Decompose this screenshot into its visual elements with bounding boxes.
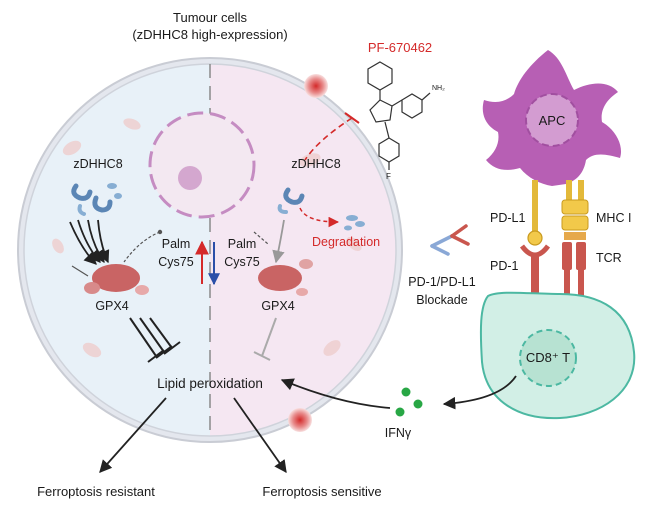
apc-label: APC <box>539 113 566 128</box>
lipid-peroxidation-label: Lipid peroxidation <box>157 376 263 391</box>
left-cys-label: Cys75 <box>158 255 193 269</box>
nucleus <box>148 111 256 219</box>
left-enzyme-label: zDHHC8 <box>73 157 122 171</box>
right-palm-chain <box>253 231 269 245</box>
drug-inhibition-bar <box>344 112 360 124</box>
ifn-label: IFNγ <box>385 426 412 440</box>
left-inhibition-lines <box>129 317 181 363</box>
right-inhibition-line <box>261 317 277 357</box>
ifn-to-lipid-arrow <box>280 378 391 409</box>
cd8-t-cell <box>479 291 636 420</box>
tcell-to-ifn-arrow <box>442 375 517 410</box>
left-gpx4-icon <box>84 264 149 295</box>
membrane-nodule-top <box>304 74 328 98</box>
resistant-arrow <box>99 397 167 473</box>
blockade-line2: Blockade <box>416 293 467 307</box>
left-palm-arrows <box>69 219 110 265</box>
degradation-arrow <box>299 207 340 228</box>
right-gpx4-icon <box>258 259 313 296</box>
right-enzyme-icon <box>277 187 305 214</box>
membrane-nodule-bottom <box>288 408 312 432</box>
cd8-label: CD8⁺ T <box>526 350 570 365</box>
degradation-label: Degradation <box>312 235 380 249</box>
pd1-label: PD-1 <box>490 259 519 273</box>
left-gpx4-label: GPX4 <box>95 299 128 313</box>
right-palm-label: Palm <box>228 237 256 251</box>
left-palm-chain <box>123 231 161 263</box>
right-cys-label: Cys75 <box>224 255 259 269</box>
apc-cell <box>482 50 622 186</box>
right-gpx4-label: GPX4 <box>261 299 294 313</box>
drug-amine-label: NH₂ <box>432 85 445 92</box>
sensitive-arrow <box>233 397 287 474</box>
blockade-line1: PD-1/PD-L1 <box>408 275 475 289</box>
ferroptosis-resistant-label: Ferroptosis resistant <box>37 484 155 499</box>
blockade-antibody-icon <box>430 224 470 256</box>
left-enzyme-icon <box>71 183 122 216</box>
tcr-receptor <box>562 242 586 298</box>
left-palm-label: Palm <box>162 237 190 251</box>
left-palm-tick <box>71 265 89 277</box>
mhc-label: MHC I <box>596 211 631 225</box>
degraded-fragments-icon <box>344 215 365 231</box>
pdl1-label: PD-L1 <box>490 211 525 225</box>
right-enzyme-label: zDHHC8 <box>291 157 340 171</box>
drug-label: PF-670462 <box>368 40 432 55</box>
tumour-cell <box>17 57 403 443</box>
drug-inhibition-line <box>304 117 353 161</box>
ferroptosis-sensitive-label: Ferroptosis sensitive <box>262 484 381 499</box>
ifn-molecules-icon <box>395 387 423 417</box>
drug-fluorine-label: F <box>386 172 391 181</box>
right-inhibition-bar <box>253 351 271 361</box>
mhc-complex <box>561 180 589 240</box>
left-palm-chain-end <box>157 229 163 235</box>
tcr-label: TCR <box>596 251 622 265</box>
cell-subtitle: (zDHHC8 high-expression) <box>132 27 287 42</box>
organelles <box>52 118 362 358</box>
cell-title: Tumour cells <box>173 10 247 25</box>
drug-molecule <box>367 61 431 170</box>
pdl1-receptor <box>527 180 543 246</box>
right-gray-arrow <box>272 219 285 264</box>
pd1-receptor <box>519 244 551 298</box>
